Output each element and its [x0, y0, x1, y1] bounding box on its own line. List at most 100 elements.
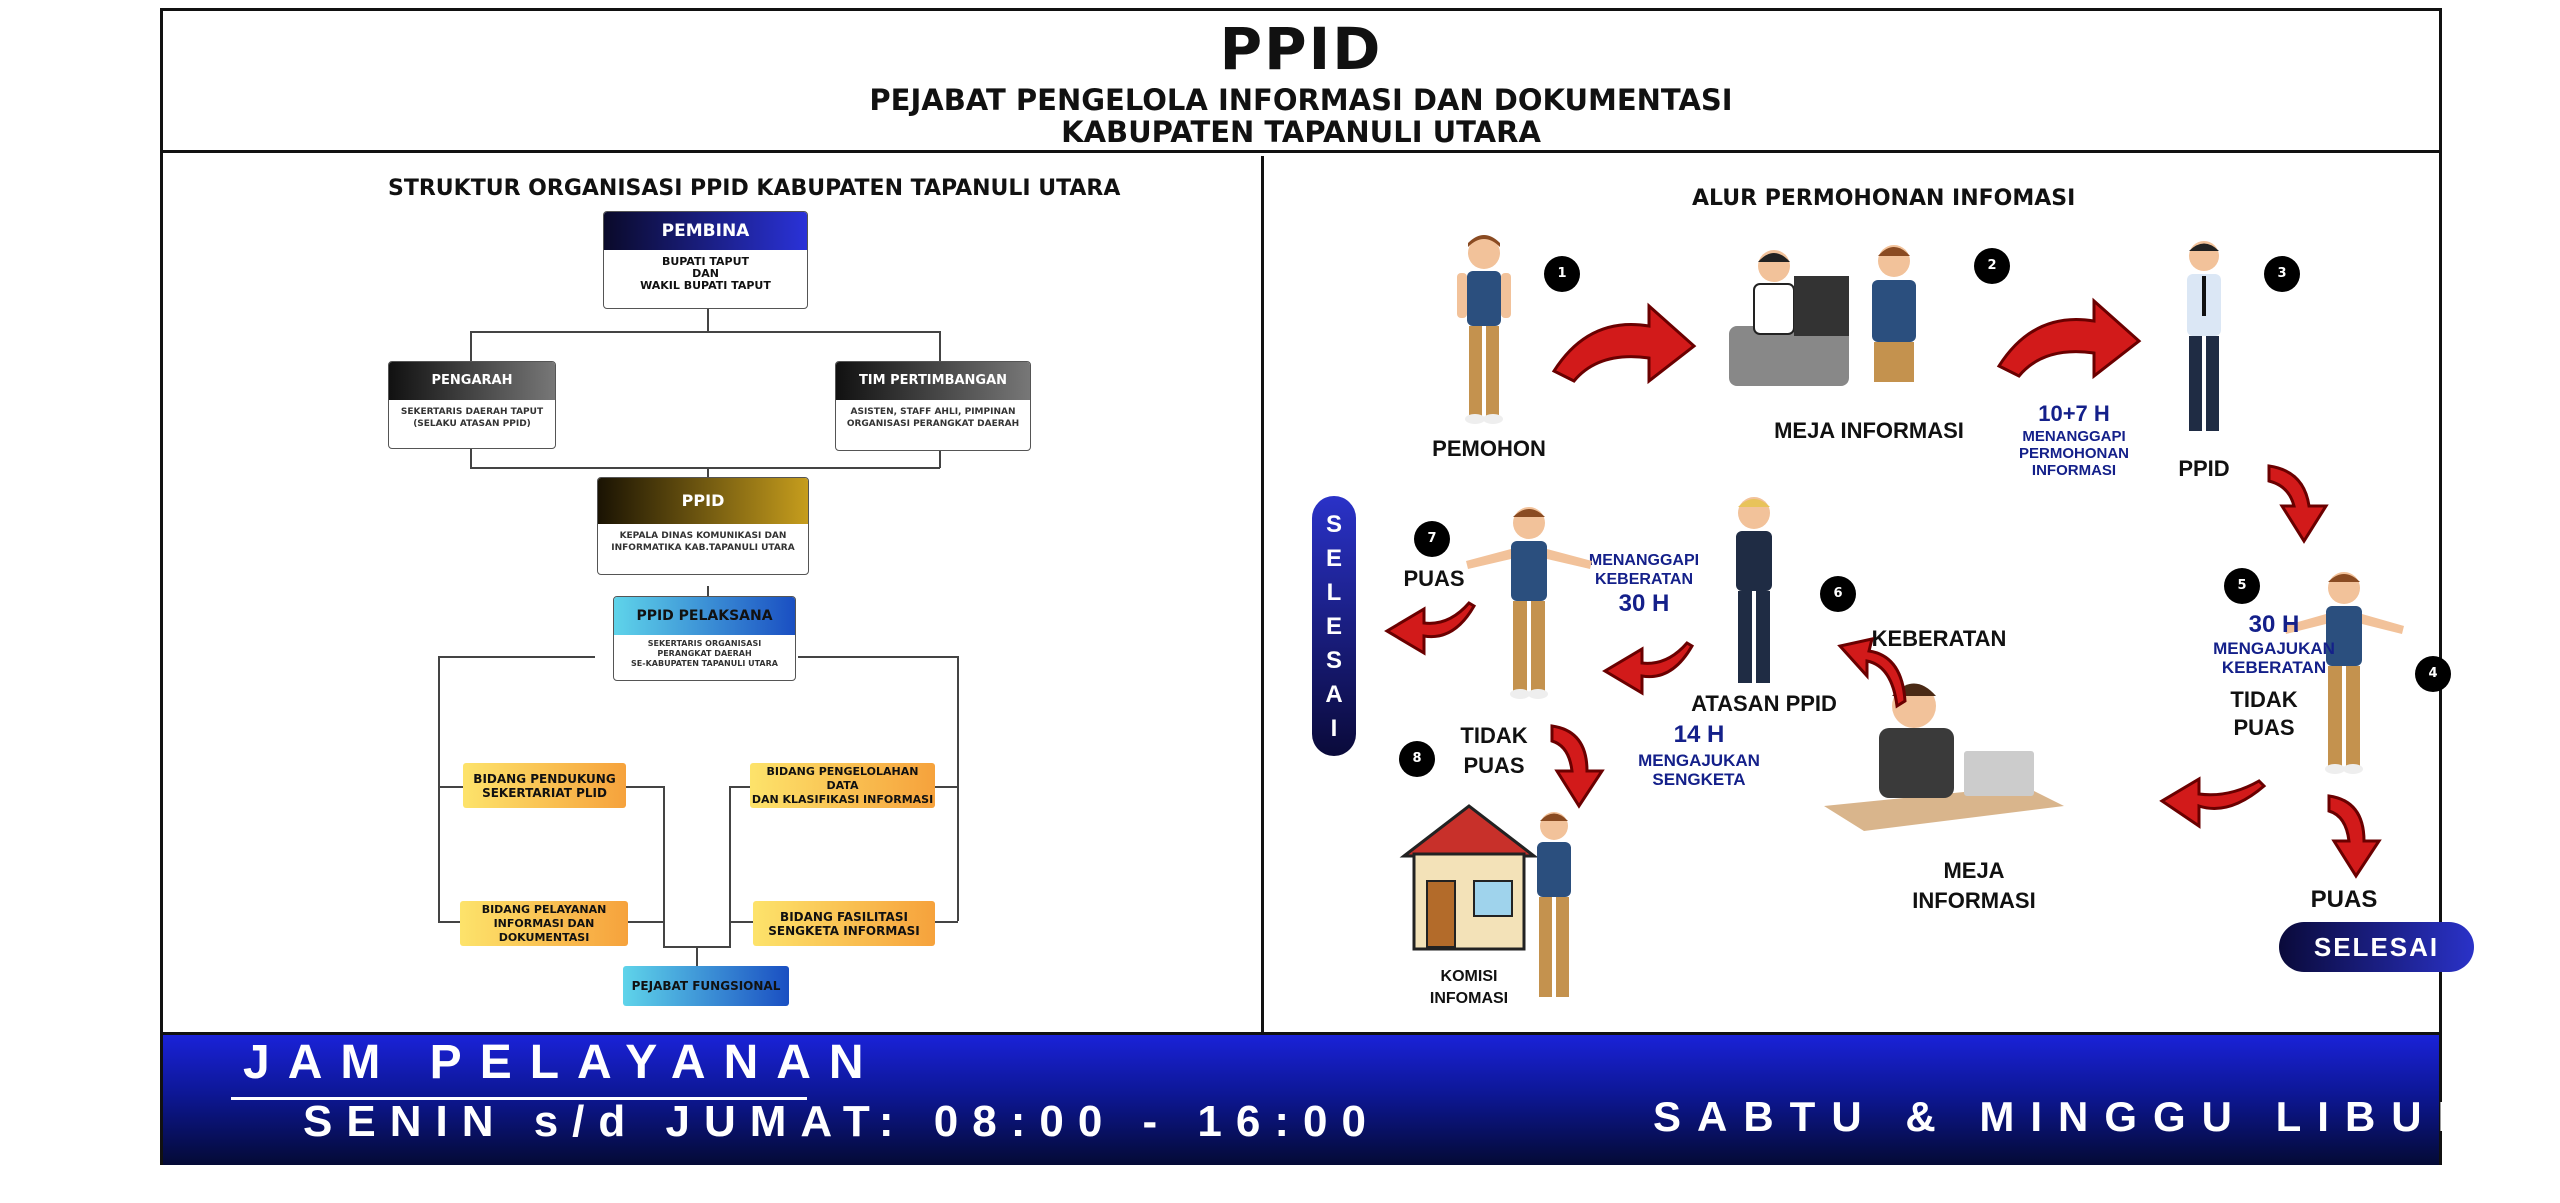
pengarah-head: PENGARAH: [389, 362, 555, 400]
pejabat-fungsional-box: PEJABAT FUNGSIONAL: [623, 966, 789, 1006]
label-menanggapi: MENANGGAPI: [2022, 428, 2126, 445]
label-keberatan: KEBERATAN: [2221, 658, 2327, 677]
connector-line: [729, 786, 753, 788]
label-meja: MEJA: [1943, 858, 2005, 883]
page-subtitle-line1: PEJABAT PENGELOLA INFORMASI DAN DOKUMENT…: [869, 83, 1733, 117]
bidang-pelayanan-label: INFORMASI DAN DOKUMENTASI: [493, 916, 595, 944]
label-tidak-puas-right: TIDAK PUAS: [2214, 686, 2314, 742]
ppid-head: PPID: [598, 478, 808, 524]
selesai-letter: E: [1325, 613, 1342, 640]
label-menanggapi-permohonan: MENANGGAPI PERMOHONAN INFORMASI: [2004, 428, 2144, 479]
person-atasan-ppid-icon: [1736, 497, 1772, 683]
label-jam-pelayanan: JAM PELAYANAN: [243, 1036, 882, 1089]
flow-panel: ALUR PERMOHONAN INFOMASI 1 PEMOHON 2 MEJ…: [1264, 156, 2474, 1032]
page-title: PPID: [1219, 15, 1383, 83]
connector-line: [663, 786, 665, 946]
tim-pertimbangan-body: ASISTEN, STAFF AHLI, PIMPINAN: [850, 407, 1016, 417]
label-senin-jumat-hours: SENIN s/d JUMAT: 08:00 - 16:00: [303, 1097, 1380, 1146]
label-mengajukan-sengketa: MENGAJUKAN SENGKETA: [1614, 751, 1784, 789]
panel-divider: [1261, 156, 1264, 1032]
pembina-body: DAN: [692, 267, 719, 280]
label-infomasi: INFOMASI: [1429, 990, 1509, 1007]
pembina-body: WAKIL BUPATI TAPUT: [640, 279, 771, 292]
label-komisi-informasi: KOMISI INFOMASI: [1424, 966, 1514, 1010]
pembina-body: BUPATI TAPUT: [661, 255, 750, 268]
org-structure-title: STRUKTUR ORGANISASI PPID KABUPATEN TAPAN…: [388, 176, 1121, 201]
selesai-letter: I: [1330, 715, 1338, 742]
ppid-body: INFORMATIKA KAB.TAPANULI UTARA: [611, 543, 795, 553]
arrow-left-icon: [2159, 776, 2267, 829]
label-30-h: 30 H: [1618, 590, 1670, 617]
connector-line: [935, 921, 958, 923]
connector-line: [939, 331, 941, 361]
connector-line: [438, 921, 463, 923]
step-badge-3: 3: [2264, 256, 2300, 292]
bidang-pendukung-label: SEKERTARIAT PLID: [482, 785, 607, 800]
connector-line: [957, 656, 959, 921]
ppid-pelaksana-body: SEKERTARIS ORGANISASI: [647, 639, 762, 648]
selesai-letter: S: [1325, 647, 1342, 674]
selesai-badge: SELESAI: [2279, 922, 2474, 972]
label-tidak: TIDAK: [2230, 687, 2298, 712]
header: PPID PEJABAT PENGELOLA INFORMASI DAN DOK…: [163, 11, 2439, 153]
label-permohonan: PERMOHONAN: [2018, 445, 2129, 462]
meja-informasi-icon: [1729, 245, 1916, 386]
selesai-letter: L: [1326, 579, 1342, 606]
selesai-letter: S: [1325, 511, 1342, 538]
komisi-informasi-house-icon: [1399, 804, 1571, 997]
bidang-pendukung-box: BIDANG PENDUKUNG SEKERTARIAT PLID: [463, 763, 626, 808]
ppid-pelaksana-body: SE-KABUPATEN TAPANULI UTARA: [631, 659, 778, 668]
arrow-right-icon: [1551, 302, 1697, 385]
footer-underline: [231, 1097, 807, 1100]
label-atasan-ppid: ATASAN PPID: [1691, 691, 1837, 716]
ppid-pelaksana-box: PPID PELAKSANA SEKERTARIS ORGANISASI PER…: [613, 596, 796, 681]
connector-line: [470, 446, 472, 468]
label-menanggapi-keberatan: MENANGGAPI KEBERATAN 30 H: [1579, 551, 1709, 619]
connector-line: [438, 656, 440, 921]
bidang-pelayanan-box: BIDANG PELAYANAN INFORMASI DAN DOKUMENTA…: [460, 901, 628, 946]
pengarah-box: PENGARAH SEKERTARIS DAERAH TAPUT (SELAKU…: [388, 361, 556, 449]
label-14-h: 14 H: [1673, 721, 1725, 748]
arrow-down-icon: [1550, 724, 1605, 809]
bidang-fasilitasi-label: BIDANG FASILITASI: [780, 909, 908, 924]
pengarah-body: (SELAKU ATASAN PPID): [413, 419, 531, 429]
step-badge-7: 7: [1414, 521, 1450, 557]
person-pemohon-icon: [1457, 235, 1511, 424]
label-meja-informasi: MEJA INFORMASI: [1774, 418, 1964, 443]
label-puas: PUAS: [2233, 715, 2295, 740]
connector-line: [798, 656, 958, 658]
pejabat-fungsional-label: PEJABAT FUNGSIONAL: [631, 979, 781, 993]
step-badge-6: 6: [1820, 576, 1856, 612]
pembina-head: PEMBINA: [604, 212, 807, 250]
org-structure-panel: STRUKTUR ORGANISASI PPID KABUPATEN TAPAN…: [163, 156, 1261, 1032]
label-sabtu-minggu-libur: SABTU & MINGGU LIBUR: [1653, 1093, 2484, 1140]
person-ppid-icon: [2187, 241, 2221, 431]
bidang-fasilitasi-box: BIDANG FASILITASI SENGKETA INFORMASI: [753, 901, 935, 946]
label-menanggapi: MENANGGAPI: [1588, 552, 1700, 569]
connector-line: [696, 946, 698, 966]
ppid-pelaksana-head: PPID PELAKSANA: [614, 597, 795, 635]
poster-frame: PPID PEJABAT PENGELOLA INFORMASI DAN DOK…: [160, 8, 2474, 1165]
pembina-box: PEMBINA BUPATI TAPUT DAN WAKIL BUPATI TA…: [603, 211, 808, 309]
bidang-pengelolahan-label: DAN KLASIFIKASI INFORMASI: [751, 792, 934, 806]
label-pemohon: PEMOHON: [1432, 436, 1546, 461]
connector-line: [470, 331, 940, 333]
step-badge-1: 1: [1544, 256, 1580, 292]
connector-line: [470, 331, 472, 361]
step-badge-4: 4: [2415, 656, 2451, 692]
selesai-letter: E: [1325, 545, 1342, 572]
step-badge-8: 8: [1399, 741, 1435, 777]
label-sengketa: SENGKETA: [1652, 770, 1746, 789]
selesai-letter: A: [1325, 681, 1343, 708]
person-tidak-puas-icon: [2284, 572, 2404, 774]
label-tidak-puas-left: TIDAK PUAS: [1444, 721, 1544, 781]
label-meja-informasi-bottom: MEJA INFORMASI: [1894, 856, 2054, 916]
connector-line: [438, 656, 595, 658]
tim-pertimbangan-body: ORGANISASI PERANGKAT DAERAH: [846, 419, 1020, 429]
bidang-pendukung-label: BIDANG PENDUKUNG: [473, 771, 616, 786]
connector-line: [707, 309, 709, 331]
tim-pertimbangan-box: TIM PERTIMBANGAN ASISTEN, STAFF AHLI, PI…: [835, 361, 1031, 451]
label-keberatan: KEBERATAN: [1871, 626, 2007, 651]
